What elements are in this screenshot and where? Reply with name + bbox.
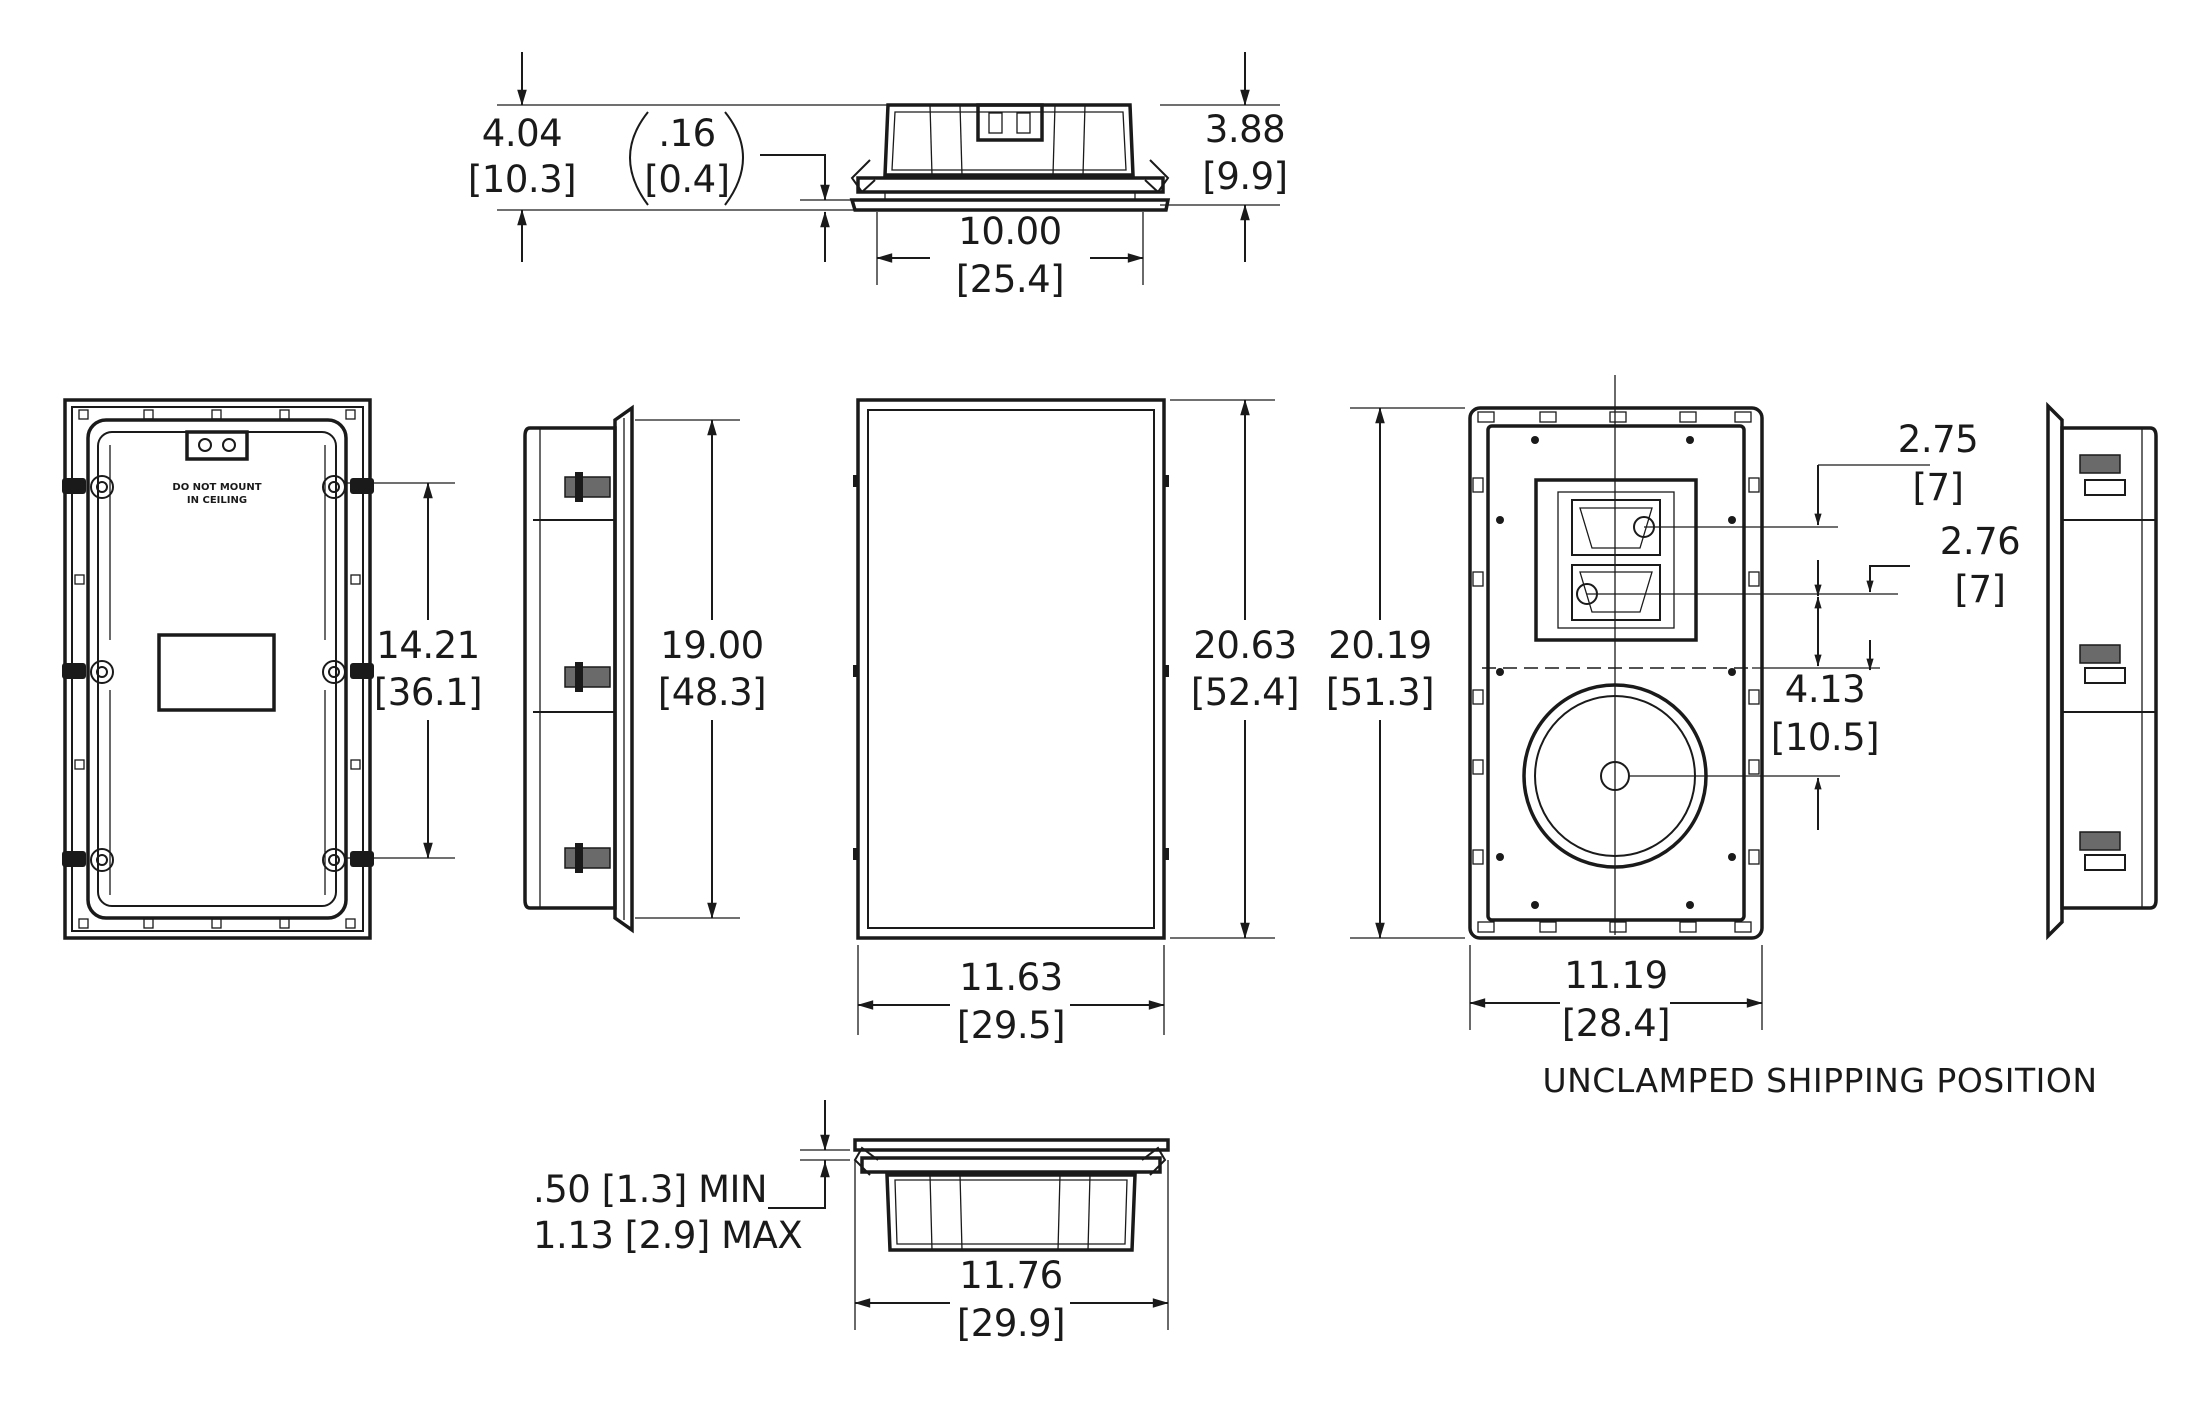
dim-depth-total: 4.04 [482,112,562,155]
grille-view: 20.63 [52.4] 11.63 [29.5] [853,398,1300,1047]
dim-grille-height-mm: [52.4] [1191,671,1299,714]
dim-front-height: 20.19 [1328,624,1431,667]
dim-depth-body: 3.88 [1205,108,1285,151]
dim-tweeter-upper: 2.75 [1898,418,1978,461]
top-view: 4.04 [10.3] .16 [0.4] 3.88 [9.9] 10.00 [… [468,52,1288,301]
dim-tweeter-lower: 2.76 [1940,520,2020,563]
dim-tweeter-upper-mm: [7] [1913,466,1964,509]
dim-front-width-mm: [28.4] [1562,1002,1670,1045]
dim-top-width: 10.00 [958,210,1061,253]
dim-grille-width: 11.63 [959,956,1062,999]
wall-thickness-min: .50 [1.3] MIN [533,1168,767,1211]
dim-side-height: 19.00 [660,624,763,667]
shipping-position-note: UNCLAMPED SHIPPING POSITION [1542,1061,2097,1100]
mount-warning-line1: DO NOT MOUNT [172,482,261,493]
dim-front-height-mm: [51.3] [1326,671,1434,714]
dim-depth-body-mm: [9.9] [1202,155,1287,198]
rear-view: DO NOT MOUNT IN CEILING [62,398,483,940]
dim-side-height-mm: [48.3] [658,671,766,714]
dim-depth-total-mm: [10.3] [468,158,576,201]
dim-bottom-width: 11.76 [959,1254,1062,1297]
dim-clamp-spacing-mm: [36.1] [374,671,482,714]
shipping-side-view [2046,401,2158,941]
dim-bottom-width-mm: [29.9] [957,1302,1065,1345]
dim-tweeter-lower-mm: [7] [1955,568,2006,611]
dim-grille-height: 20.63 [1193,624,1296,667]
dim-woofer-offset-mm: [10.5] [1771,716,1879,759]
bottom-view: .50 [1.3] MIN 1.13 [2.9] MAX 11.76 [29.9… [533,1100,1170,1345]
mount-warning-line2: IN CEILING [187,495,247,506]
dim-clamp-spacing: 14.21 [376,624,479,667]
dim-flange: .16 [658,112,715,155]
dim-top-width-mm: [25.4] [956,258,1064,301]
dim-flange-mm: [0.4] [644,158,729,201]
dim-front-width: 11.19 [1564,954,1667,997]
dim-woofer-offset: 4.13 [1785,668,1865,711]
front-view: 20.19 [51.3] 11.19 [28.4] 2.75 [7] 2.76 … [1326,375,2097,1100]
wall-thickness-max: 1.13 [2.9] MAX [533,1214,802,1257]
dim-grille-width-mm: [29.5] [957,1004,1065,1047]
side-view: 19.00 [48.3] [523,404,767,934]
